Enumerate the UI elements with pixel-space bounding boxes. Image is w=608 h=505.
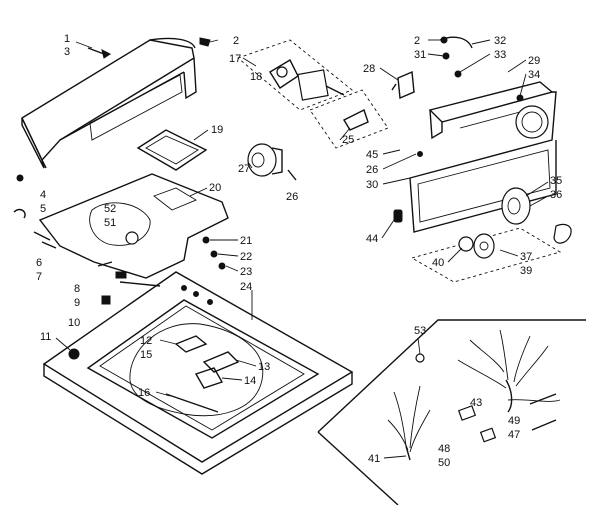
top-cover [21, 37, 197, 169]
label-41: 41 [368, 453, 380, 465]
base-plate [38, 173, 229, 279]
harness-43 [457, 329, 561, 413]
label-32: 32 [494, 35, 506, 47]
label-48: 48 [438, 443, 450, 455]
label-31: 31 [414, 49, 426, 61]
label-1: 1 [64, 33, 70, 45]
leader-lines [55, 39, 549, 459]
label-2: 2 [414, 35, 420, 47]
label-45: 45 [366, 149, 378, 161]
label-12: 12 [140, 335, 152, 347]
label-35: 35 [550, 175, 562, 187]
label-50: 50 [438, 457, 450, 469]
cabinet-top [42, 271, 354, 475]
screw-1-3 [87, 47, 111, 59]
label-4: 4 [40, 189, 46, 201]
label-26: 26 [366, 164, 378, 176]
label-40: 40 [432, 257, 444, 269]
label-30: 30 [366, 179, 378, 191]
label-33: 33 [494, 49, 506, 61]
label-9: 9 [74, 297, 80, 309]
label-52: 52 [104, 203, 116, 215]
label-53: 53 [414, 325, 426, 337]
label-37: 37 [520, 251, 532, 263]
timer-knob-35 [501, 187, 531, 225]
label-44: 44 [366, 233, 378, 245]
knob-set [410, 227, 562, 283]
label-16: 16 [138, 387, 150, 399]
label-8: 8 [74, 283, 80, 295]
label-2: 2 [233, 35, 239, 47]
label-47: 47 [508, 429, 520, 441]
label-39: 39 [520, 265, 532, 277]
label-6: 6 [36, 257, 42, 269]
label-3: 3 [64, 46, 70, 58]
label-17: 17 [229, 53, 241, 65]
screw-2a [199, 37, 211, 47]
label-24: 24 [240, 281, 252, 293]
label-13: 13 [258, 361, 270, 373]
control-panel [409, 81, 557, 233]
label-34: 34 [528, 69, 540, 81]
bumper-44 [393, 209, 403, 223]
label-27: 27 [238, 163, 250, 175]
label-15: 15 [140, 349, 152, 361]
label-19: 19 [211, 124, 223, 136]
label-7: 7 [36, 271, 42, 283]
label-26: 26 [286, 191, 298, 203]
label-25: 25 [342, 134, 354, 146]
label-10: 10 [68, 317, 80, 329]
label-51: 51 [104, 217, 116, 229]
label-18: 18 [250, 71, 262, 83]
inset-parts [415, 353, 557, 443]
label-14: 14 [244, 375, 256, 387]
label-21: 21 [240, 235, 252, 247]
label-29: 29 [528, 55, 540, 67]
inset-box [317, 319, 586, 505]
label-36: 36 [550, 189, 562, 201]
label-49: 49 [508, 415, 520, 427]
rear-hardware [202, 236, 226, 270]
callout-labels: 1 3 2 17 18 2 32 31 33 28 29 34 19 27 20… [36, 33, 562, 469]
harness-41 [387, 385, 431, 461]
label-43: 43 [470, 397, 482, 409]
knob-37 [553, 223, 572, 244]
label-5: 5 [40, 203, 46, 215]
wire-harness [391, 36, 473, 100]
lint-filter [136, 129, 208, 171]
label-22: 22 [240, 251, 252, 263]
label-28: 28 [363, 63, 375, 75]
label-11: 11 [40, 331, 51, 343]
switch-group [237, 39, 389, 149]
label-23: 23 [240, 266, 252, 278]
left-hardware [13, 174, 161, 360]
fan-motor [247, 143, 297, 181]
label-20: 20 [209, 182, 221, 194]
